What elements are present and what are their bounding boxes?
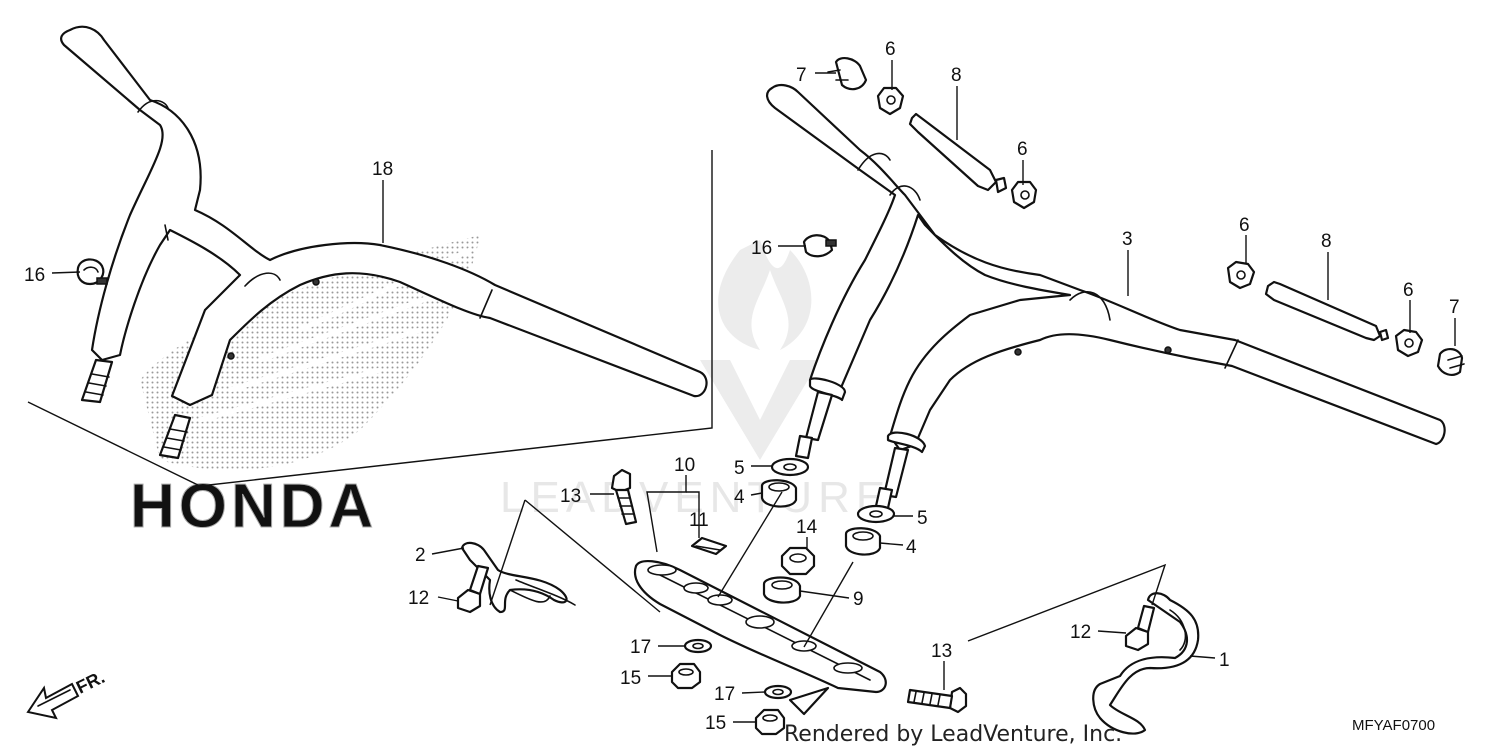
callout-8-right: 8 bbox=[1321, 231, 1332, 252]
front-arrow-label: FR. bbox=[73, 667, 108, 698]
watermark-text: LEADVENTURE bbox=[500, 473, 891, 522]
callout-4-b: 4 bbox=[906, 537, 917, 558]
callout-6-b: 6 bbox=[1017, 139, 1028, 160]
callout-4-a: 4 bbox=[734, 487, 745, 508]
callout-6-d: 6 bbox=[1403, 280, 1414, 301]
render-credit: Rendered by LeadVenture, Inc. bbox=[784, 722, 1122, 747]
inset-frame bbox=[27, 150, 713, 487]
part-11-plate bbox=[690, 536, 728, 556]
leader-lines bbox=[51, 60, 1456, 723]
callout-17-a: 17 bbox=[630, 637, 651, 658]
cable-guide-2 bbox=[460, 541, 576, 614]
bolt-13-lower bbox=[906, 686, 968, 714]
callout-15-b: 15 bbox=[705, 713, 726, 734]
wire-clip-16-left bbox=[76, 258, 108, 286]
washers-cushions bbox=[760, 457, 896, 556]
callout-10: 10 bbox=[674, 455, 695, 476]
leadventure-watermark: LEADVENTURE bbox=[500, 240, 891, 522]
nut-and-spacer bbox=[762, 546, 816, 604]
bolt-13-upper bbox=[610, 468, 638, 526]
callout-5-b: 5 bbox=[917, 508, 928, 529]
callout-3: 3 bbox=[1122, 229, 1133, 250]
washers-17-nuts-15 bbox=[670, 638, 793, 736]
callout-15-a: 15 bbox=[620, 668, 641, 689]
cable-guide-1 bbox=[1092, 592, 1200, 735]
honda-wing-logo: HONDA bbox=[130, 235, 480, 542]
handlebar-3 bbox=[766, 83, 1446, 510]
handlebar-alt-18 bbox=[60, 25, 708, 460]
grip-hardware-left bbox=[827, 56, 1038, 210]
bolt-12-left bbox=[456, 564, 490, 614]
diagram-code: MFYAF0700 bbox=[1352, 717, 1435, 734]
bolt-12-right bbox=[1124, 604, 1156, 652]
callout-11: 11 bbox=[689, 510, 709, 531]
callout-14: 14 bbox=[796, 517, 818, 538]
grip-hardware-right bbox=[1226, 260, 1465, 376]
callout-labels: 18 16 7 6 8 6 16 3 6 8 6 7 5 4 5 4 14 9 … bbox=[24, 39, 1460, 734]
callout-2: 2 bbox=[415, 545, 426, 566]
callout-6-c: 6 bbox=[1239, 215, 1250, 236]
callout-6-a: 6 bbox=[885, 39, 896, 60]
callout-13-lower: 13 bbox=[931, 641, 952, 662]
callout-17-b: 17 bbox=[714, 684, 735, 705]
callout-18: 18 bbox=[372, 159, 393, 180]
callout-16-left: 16 bbox=[24, 265, 45, 286]
callout-9: 9 bbox=[853, 589, 864, 610]
callout-13-upper: 13 bbox=[560, 486, 581, 507]
callout-7-left: 7 bbox=[796, 65, 807, 86]
honda-brand-text: HONDA bbox=[130, 472, 377, 541]
callout-1: 1 bbox=[1219, 650, 1230, 671]
callout-7-right: 7 bbox=[1449, 297, 1460, 318]
callout-12-right: 12 bbox=[1070, 622, 1091, 643]
callout-8-left: 8 bbox=[951, 65, 962, 86]
front-direction-indicator: FR. bbox=[26, 667, 108, 720]
callout-16-right: 16 bbox=[751, 238, 772, 259]
wire-clip-16-right bbox=[802, 234, 837, 258]
callout-5-a: 5 bbox=[734, 458, 745, 479]
callout-12-left: 12 bbox=[408, 588, 429, 609]
handlebar-holder-10 bbox=[633, 560, 887, 716]
